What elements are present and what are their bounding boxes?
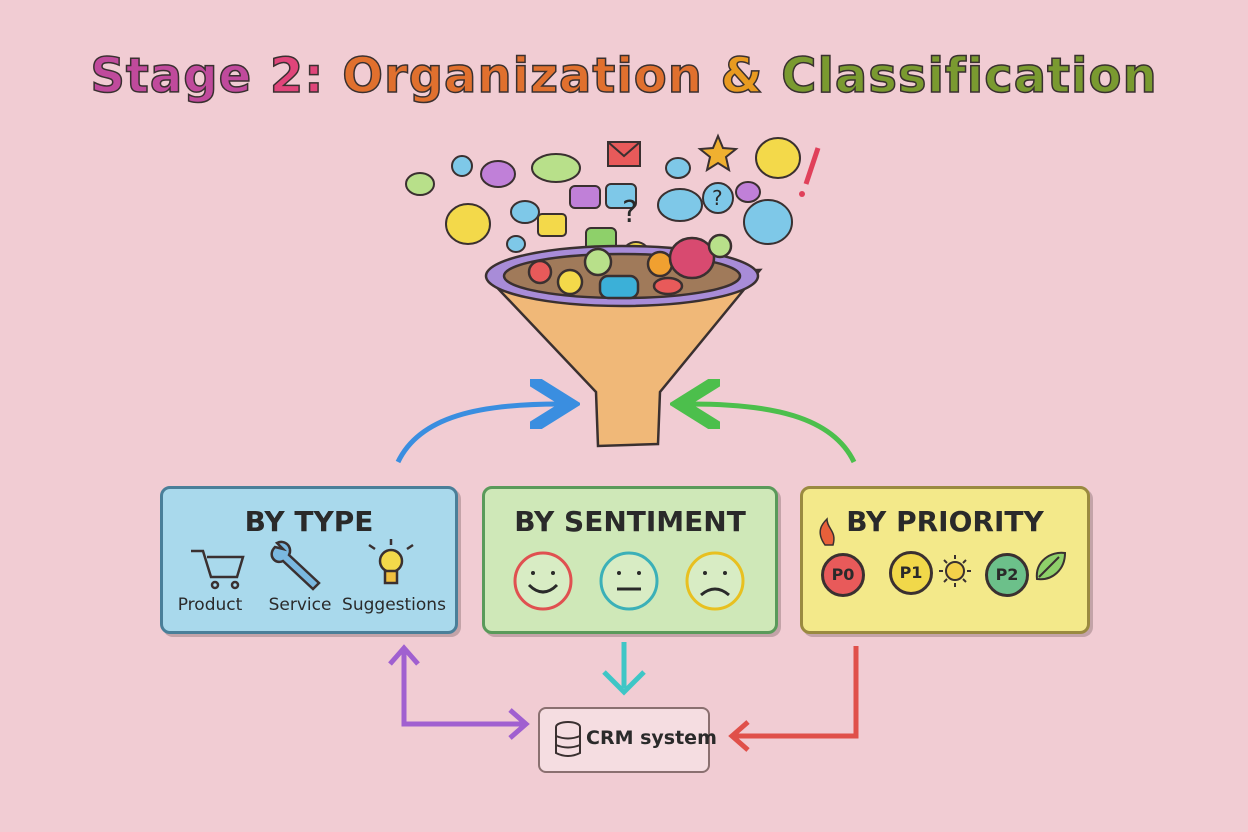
chat-bubble-icon [405,137,801,253]
sad-face-icon [685,551,745,611]
category-by-type: BY TYPE Product Service Suggestions [160,486,458,634]
category-title: BY PRIORITY [846,505,1044,538]
crm-system-box: CRM system [538,707,717,773]
category-by-sentiment: BY SENTIMENT [482,486,778,634]
page-title: Stage 2: Organization & Classification [0,47,1248,105]
category-title: BY SENTIMENT [514,505,746,538]
title-word: 2: [269,47,325,105]
title-word: Organization [341,47,703,105]
priority-p2-badge: P2 [985,553,1029,597]
leaf-icon [1035,551,1067,581]
funnel-icon [484,233,763,448]
priority-p1-badge: P1 [889,551,933,595]
shopping-cart-icon [191,549,245,590]
question-icon: ? ? [622,182,734,230]
title-word: Classification [780,47,1158,105]
happy-face-icon [513,551,573,611]
sun-icon [939,555,971,587]
arrow-sentiment-to-crm [602,642,646,696]
type-product-label: Product [177,595,243,615]
fire-icon [819,517,835,546]
type-service-label: Service [268,595,332,615]
arrow-priority-to-crm [728,646,859,752]
wrench-icon [270,540,321,591]
arrow-type-to-crm [388,644,530,740]
category-by-priority: BY PRIORITY P0 P1 P2 [800,486,1090,634]
title-word: & [720,47,764,105]
arrow-priority-to-funnel [690,404,857,464]
smiley-icon [527,233,733,300]
database-icon [555,721,581,757]
email-icon [607,141,641,167]
priority-p0-badge: P0 [821,553,865,597]
category-title: BY TYPE [244,505,374,538]
feedback-bubbles: ? ? [405,133,821,271]
type-suggestions-label: Suggestions [342,595,446,615]
lightbulb-icon [368,539,414,585]
svg-text:?: ? [712,186,723,210]
crm-label: CRM system [586,727,717,749]
title-word: Stage [90,47,253,105]
svg-text:?: ? [622,195,638,230]
arrow-type-to-funnel [395,404,560,464]
neutral-face-icon [599,551,659,611]
star-icon [697,133,739,173]
